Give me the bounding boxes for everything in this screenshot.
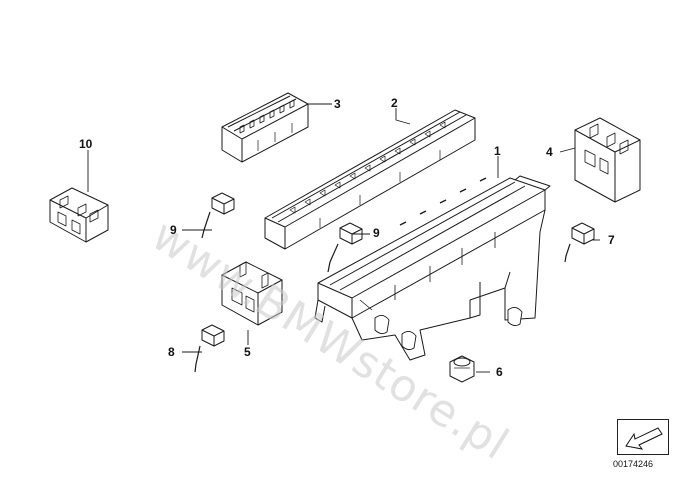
callout-8: 8: [168, 345, 175, 359]
nav-arrow-box[interactable]: [617, 419, 669, 455]
callout-7: 7: [608, 233, 615, 247]
callout-1: 1: [494, 144, 501, 158]
part-8-terminal: [194, 324, 225, 373]
callout-9-right: 9: [373, 226, 380, 240]
callout-6: 6: [496, 365, 503, 379]
part-3-connector: [221, 92, 309, 163]
callout-2: 2: [391, 96, 398, 110]
callout-5: 5: [244, 345, 251, 359]
part-9-terminal-a: [201, 192, 235, 239]
callout-10: 10: [79, 137, 93, 151]
part-6-nut: [449, 355, 475, 383]
callout-4: 4: [546, 145, 553, 159]
document-id: 00174246: [613, 459, 654, 469]
leader-lines: [87, 103, 600, 373]
part-7-terminal: [564, 222, 595, 263]
part-2-connector-strip: [264, 109, 476, 250]
part-9-terminal-b: [327, 222, 363, 273]
part-4-relay-socket: [574, 117, 641, 203]
part-5-relay-socket: [221, 261, 283, 326]
part-1-carrier: [314, 175, 551, 361]
part-10-relay-socket: [49, 187, 109, 243]
arrow-nav-icon: [625, 427, 663, 450]
callout-9-left: 9: [170, 223, 177, 237]
callout-3: 3: [334, 97, 341, 111]
